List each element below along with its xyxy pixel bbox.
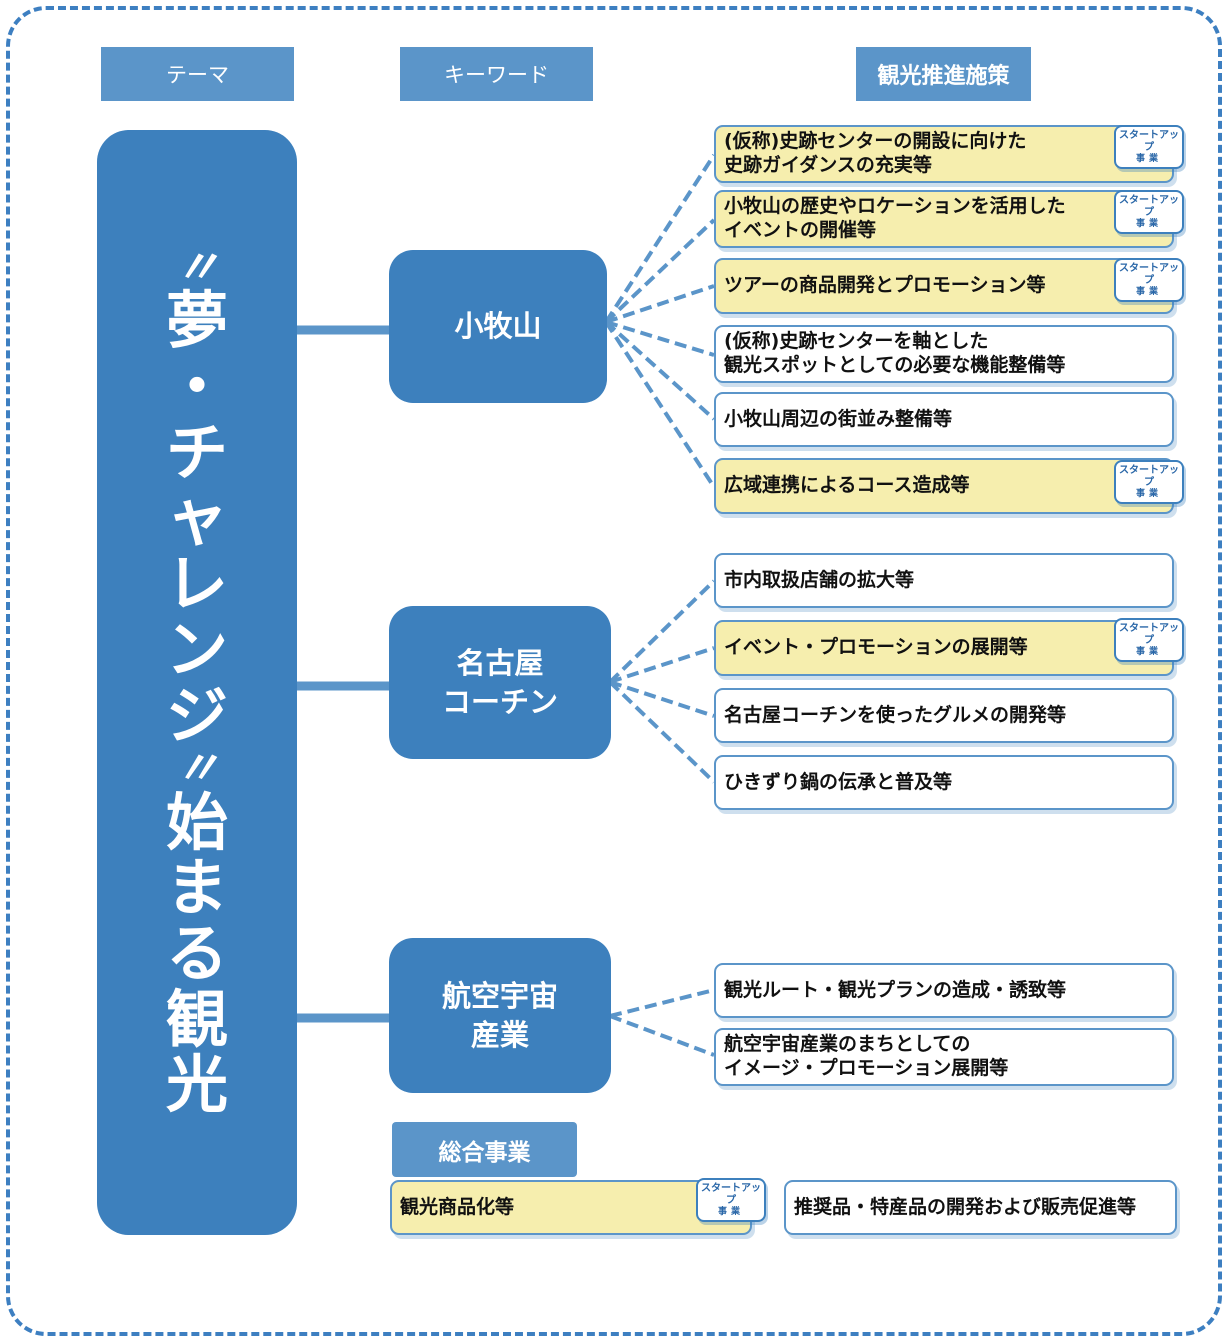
measure-komaki-1: (仮称)史跡センターの開設に向けた 史跡ガイダンスの充実等	[714, 125, 1174, 183]
theme-char: ン	[165, 612, 228, 686]
startup-badge: スタートアップ事業	[1114, 190, 1184, 234]
keyword-cochin: 名古屋 コーチン	[389, 606, 611, 759]
general-label: 総合事業	[392, 1122, 577, 1177]
header-measures: 観光推進施策	[856, 47, 1031, 101]
theme-char: 光	[165, 1048, 228, 1122]
keyword-komaki-label: 小牧山	[454, 309, 542, 344]
header-theme: テーマ	[101, 47, 294, 101]
measure-general-2: 推奨品・特産品の開発および販売促進等	[784, 1180, 1177, 1235]
badge-line1: スタートアップ	[701, 1182, 761, 1206]
keyword-aerospace-line1: 航空宇宙	[441, 979, 558, 1014]
theme-box: 〃 夢 ・ チ ャ レ ン ジ 〃 始 ま る 観 光	[97, 130, 297, 1235]
badge-line2: 事業	[1135, 286, 1162, 297]
theme-title: 〃 夢 ・ チ ャ レ ン ジ 〃 始 ま る 観 光	[97, 130, 297, 1235]
badge-line2: 事業	[1135, 153, 1162, 164]
measure-komaki-6: 広域連携によるコース造成等	[714, 458, 1174, 514]
keyword-cochin-line2: コーチン	[441, 684, 558, 719]
measure-cochin-3: 名古屋コーチンを使ったグルメの開発等	[714, 688, 1174, 743]
measure-cochin-4: ひきずり鍋の伝承と普及等	[714, 755, 1174, 810]
theme-char: ・	[165, 349, 228, 423]
theme-char: ま	[165, 851, 228, 925]
badge-line2: 事業	[1135, 646, 1162, 657]
startup-badge: スタートアップ事業	[1114, 125, 1184, 169]
measure-cochin-1: 市内取扱店舗の拡大等	[714, 553, 1174, 608]
dashed-frame	[6, 6, 1222, 1336]
measure-aerospace-2: 航空宇宙産業のまちとしての イメージ・プロモーション展開等	[714, 1028, 1174, 1086]
badge-line1: スタートアップ	[1119, 622, 1179, 646]
badge-line2: 事業	[717, 1206, 744, 1217]
theme-char: レ	[165, 547, 228, 621]
keyword-cochin-line1: 名古屋	[456, 646, 544, 681]
measure-cochin-2: イベント・プロモーションの展開等	[714, 620, 1174, 676]
theme-char: ジ	[165, 678, 228, 752]
measure-komaki-3: ツアーの商品開発とプロモーション等	[714, 258, 1174, 314]
theme-char: る	[165, 917, 228, 991]
keyword-aerospace-line2: 産業	[470, 1017, 529, 1052]
theme-char: 始	[165, 785, 228, 859]
measure-komaki-2: 小牧山の歴史やロケーションを活用した イベントの開催等	[714, 190, 1174, 248]
startup-badge: スタートアップ事業	[696, 1178, 766, 1222]
theme-quote-open: 〃	[174, 239, 220, 294]
measure-aerospace-1: 観光ルート・観光プランの造成・誘致等	[714, 963, 1174, 1018]
theme-quote-close: 〃	[174, 741, 220, 796]
theme-char: 夢	[165, 284, 228, 358]
measure-general-1: 観光商品化等	[390, 1180, 752, 1235]
badge-line2: 事業	[1135, 488, 1162, 499]
badge-line1: スタートアップ	[1119, 464, 1179, 488]
theme-char: ャ	[165, 481, 228, 555]
measure-komaki-5: 小牧山周辺の街並み整備等	[714, 392, 1174, 447]
badge-line1: スタートアップ	[1119, 194, 1179, 218]
theme-char: チ	[165, 415, 228, 489]
badge-line2: 事業	[1135, 218, 1162, 229]
startup-badge: スタートアップ事業	[1114, 618, 1184, 662]
keyword-komaki: 小牧山	[389, 250, 607, 403]
startup-badge: スタートアップ事業	[1114, 258, 1184, 302]
header-keyword: キーワード	[400, 47, 593, 101]
badge-line1: スタートアップ	[1119, 129, 1179, 153]
measure-komaki-4: (仮称)史跡センターを軸とした 観光スポットとしての必要な機能整備等	[714, 325, 1174, 383]
theme-char: 観	[165, 982, 228, 1056]
badge-line1: スタートアップ	[1119, 262, 1179, 286]
keyword-aerospace: 航空宇宙 産業	[389, 938, 611, 1093]
startup-badge: スタートアップ事業	[1114, 460, 1184, 504]
